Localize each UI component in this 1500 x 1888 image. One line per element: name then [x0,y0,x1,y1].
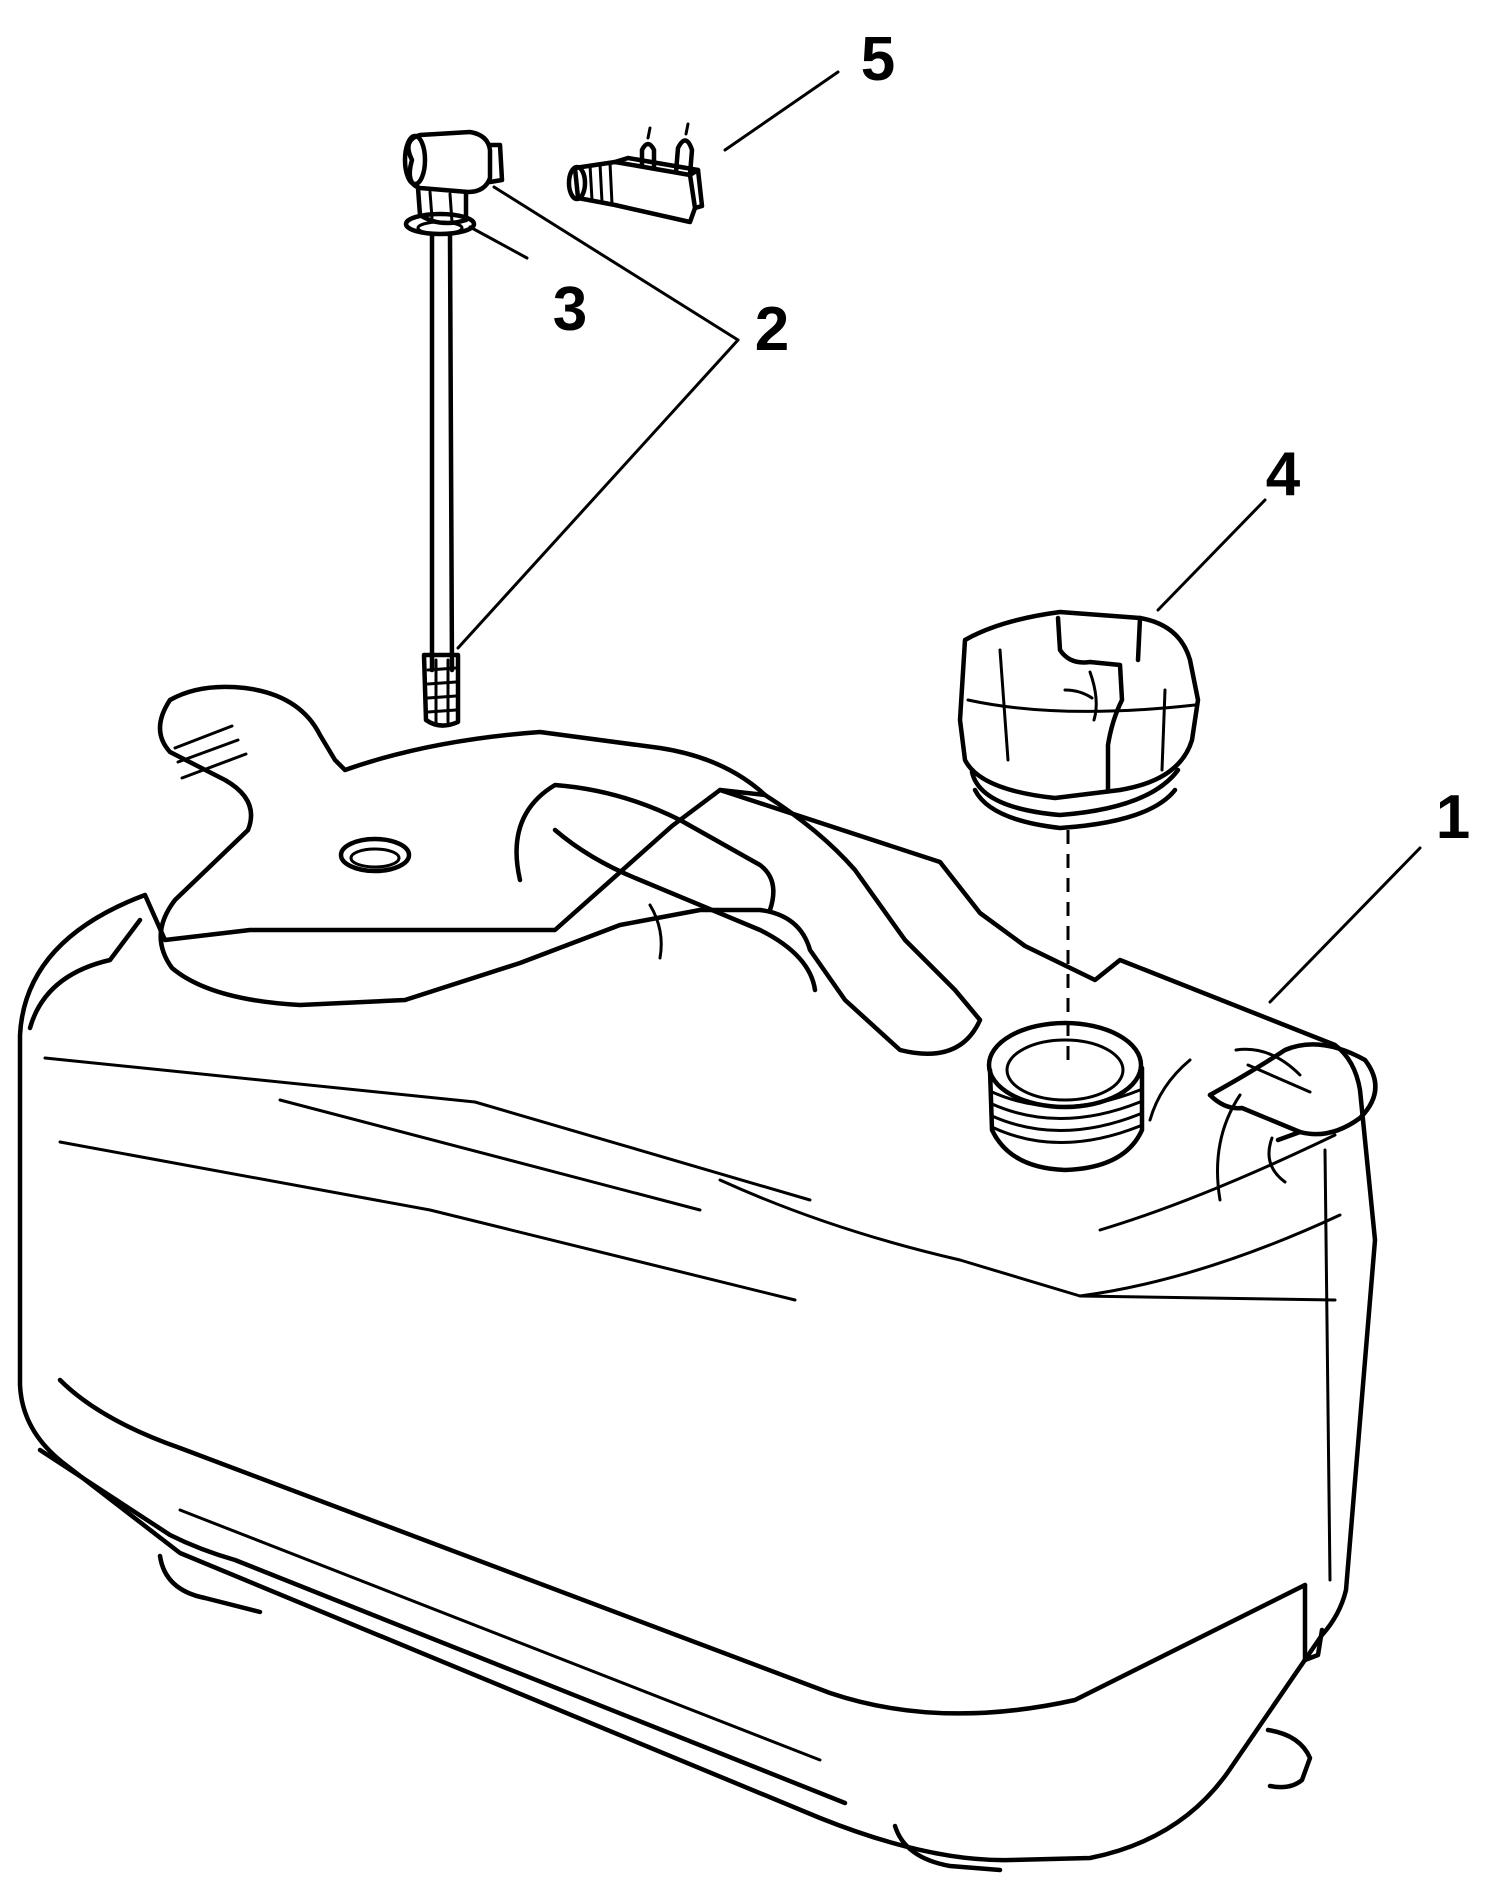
leader-1 [1268,846,1422,1004]
fuel-cap [957,609,1201,831]
leader-2a [492,185,740,342]
callout-1: 1 [1436,783,1470,852]
leader-3 [468,225,529,260]
leader-4 [1156,498,1267,612]
vent-hole [338,836,412,874]
callout-5: 5 [861,25,895,94]
fuel-pickup-tube [402,129,505,728]
filler-neck [986,1020,1145,1173]
leader-lines [456,70,1422,1004]
callout-4: 4 [1266,440,1301,509]
leader-2b [456,338,740,650]
callout-2: 2 [755,295,789,364]
fuel-tank-body [17,684,1378,1873]
leader-5 [723,70,840,152]
fuel-connector [566,122,705,225]
callout-3: 3 [553,275,587,344]
